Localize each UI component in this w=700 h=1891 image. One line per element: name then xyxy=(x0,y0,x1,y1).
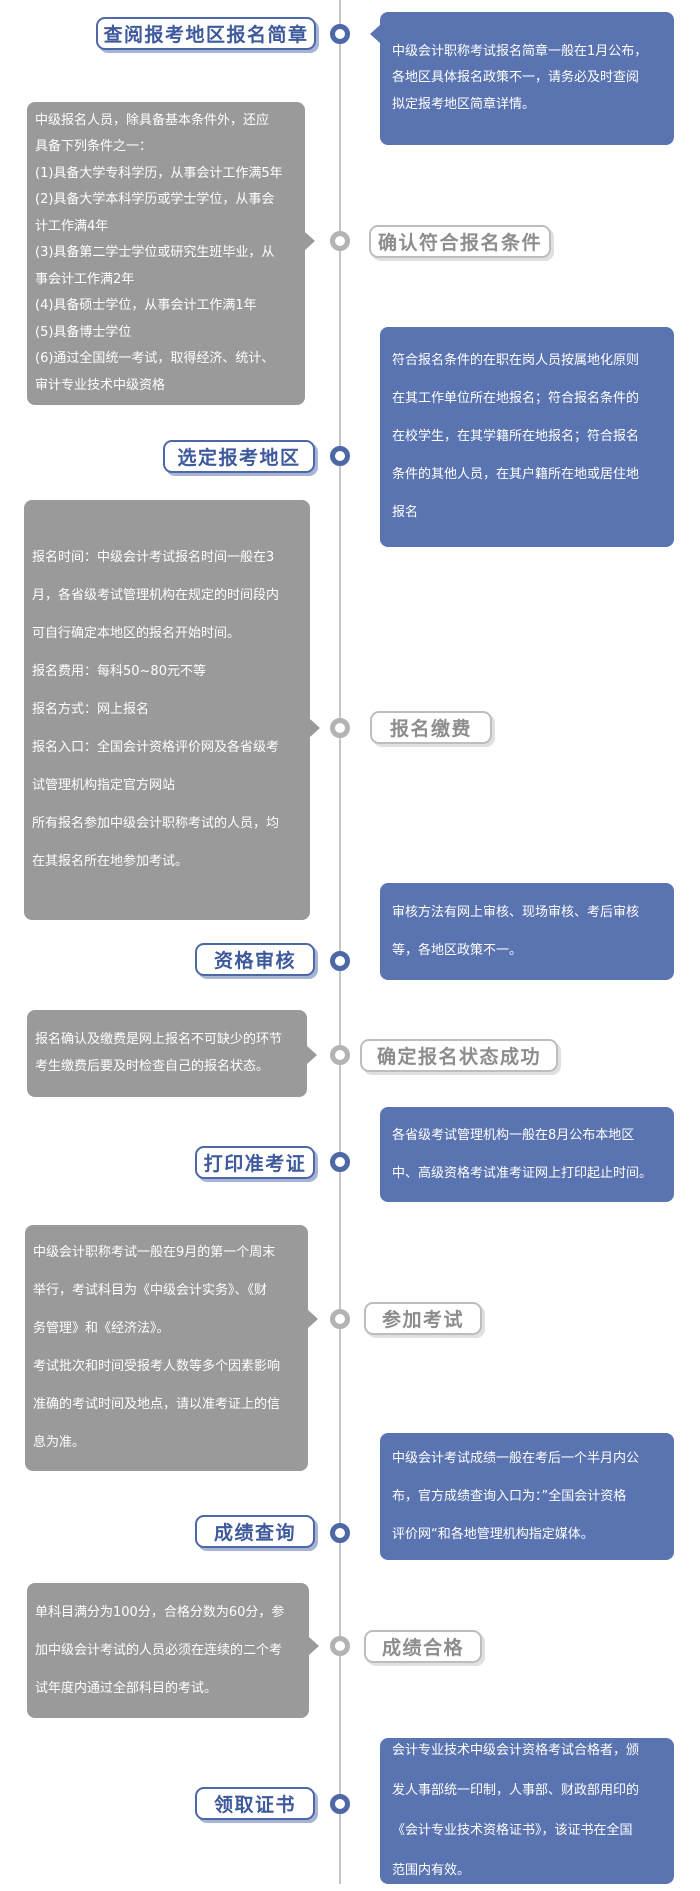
box-text-line: 报名时间：中级会计考试报名时间一般在3 xyxy=(32,550,275,565)
timeline-node xyxy=(330,446,350,466)
box-text-line: 具备下列条件之一： xyxy=(35,139,153,155)
step-label-register-pay: 报名缴费 xyxy=(370,711,492,744)
info-box-registration-fee: 报名时间：中级会计考试报名时间一般在3 月，各省级考试管理机构在规定的时间段内 … xyxy=(24,500,310,920)
info-box-certificate: 会计专业技术中级会计资格考试合格者，颁 发人事部统一印制，人事部、财政部用印的 … xyxy=(380,1738,674,1884)
box-text-line: 中级会计考试成绩一般在考后一个半月内公 xyxy=(392,1450,640,1466)
box-text-line: 事会计工作满2年 xyxy=(35,271,135,287)
timeline-node xyxy=(330,1523,350,1543)
box-text-line: 中级报名人员，除具备基本条件外，还应 xyxy=(35,112,270,128)
box-text-line: 报名方式：网上报名 xyxy=(32,702,150,717)
timeline-node xyxy=(330,718,350,738)
box-text-line: 范围内有效。 xyxy=(392,1863,471,1878)
box-text-line: 在校学生，在其学籍所在地报名；符合报名 xyxy=(392,429,640,444)
timeline-line xyxy=(339,0,341,1884)
box-text-line: 布，官方成绩查询入口为：”全国会计资格 xyxy=(392,1488,627,1504)
info-box-region: 符合报名条件的在职在岗人员按属地化原则 在其工作单位所在地报名；符合报名条件的 … xyxy=(380,327,674,547)
step-label-pass: 成绩合格 xyxy=(364,1630,482,1663)
box-text-line: 中、高级资格考试准考证网上打印起止时间。 xyxy=(392,1165,653,1181)
timeline-node xyxy=(330,1309,350,1329)
box-text-line: 条件的其他人员，在其户籍所在地或居住地 xyxy=(392,467,640,482)
box-pointer xyxy=(370,25,380,43)
box-text-line: 报名 xyxy=(392,505,419,520)
box-text-line: 评价网“和各地管理机构指定媒体。 xyxy=(392,1526,594,1542)
box-text-line: (3)具备第二学士学位或研究生班毕业，从 xyxy=(35,245,275,261)
step-label-qualification-review: 资格审核 xyxy=(195,943,315,976)
box-text-line: 报名确认及缴费是网上报名不可缺少的环节 xyxy=(35,1032,283,1047)
info-box-exam: 中级会计职称考试一般在9月的第一个周末 举行，考试科目为《中级会计实务》、《财 … xyxy=(25,1225,308,1471)
box-text-line: 审计专业技术中级资格 xyxy=(35,377,166,393)
step-label-print-ticket: 打印准考证 xyxy=(195,1146,315,1179)
timeline-node xyxy=(330,1636,350,1656)
timeline-node xyxy=(330,1152,350,1172)
box-text-line: 在其报名所在地参加考试。 xyxy=(32,854,189,869)
box-text-line: 各地区具体报名政策不一，请务必及时查阅 xyxy=(392,70,640,86)
box-text-line: 单科目满分为100分，合格分数为60分，参 xyxy=(35,1604,285,1620)
box-text-line: 考试批次和时间受报考人数等多个因素影响 xyxy=(33,1359,281,1374)
box-text-line: 报名入口：全国会计资格评价网及各省级考 xyxy=(32,740,280,755)
step-label-confirm-status: 确定报名状态成功 xyxy=(360,1039,558,1072)
box-text-line: 等，各地区政策不一。 xyxy=(392,942,523,958)
box-text-line: 报名费用：每科50~80元不等 xyxy=(32,664,206,679)
timeline-node xyxy=(330,1794,350,1814)
box-text-line: 计工作满4年 xyxy=(35,218,109,234)
box-pointer xyxy=(307,1046,317,1064)
box-pointer xyxy=(305,232,315,250)
box-text-line: 中级会计职称考试报名简章一般在1月公布， xyxy=(392,43,648,59)
box-pointer xyxy=(310,719,320,737)
box-pointer xyxy=(309,1637,319,1655)
box-text-line: (1)具备大学专科学历，从事会计工作满5年 xyxy=(35,165,283,181)
timeline-node xyxy=(330,24,350,44)
box-text-line: 会计专业技术中级会计资格考试合格者，颁 xyxy=(392,1743,640,1758)
box-text-line: 可自行确定本地区的报名开始时间。 xyxy=(32,626,241,641)
info-box-status: 报名确认及缴费是网上报名不可缺少的环节 考生缴费后要及时检查自己的报名状态。 xyxy=(27,1010,307,1097)
info-box-admission-ticket: 各省级考试管理机构一般在8月公布本地区 中、高级资格考试准考证网上打印起止时间。 xyxy=(380,1107,674,1202)
box-text-line: 务管理》和《经济法》。 xyxy=(33,1321,170,1336)
step-label-confirm-eligibility: 确认符合报名条件 xyxy=(369,225,551,258)
step-label-check-brochure: 查阅报考地区报名简章 xyxy=(96,17,316,50)
box-text-line: 试年度内通过全部科目的考试。 xyxy=(35,1680,218,1696)
step-label-score-query: 成绩查询 xyxy=(195,1515,315,1548)
box-text-line: (2)具备大学本科学历或学士学位，从事会 xyxy=(35,192,275,208)
box-text-line: 考生缴费后要及时检查自己的报名状态。 xyxy=(35,1058,270,1074)
info-box-brochure: 中级会计职称考试报名简章一般在1月公布， 各地区具体报名政策不一，请务必及时查阅… xyxy=(380,12,674,145)
box-text-line: 月，各省级考试管理机构在规定的时间段内 xyxy=(32,588,280,603)
box-text-line: (4)具备硕士学位，从事会计工作满1年 xyxy=(35,298,257,314)
box-text-line: 符合报名条件的在职在岗人员按属地化原则 xyxy=(392,353,640,368)
info-box-score-query: 中级会计考试成绩一般在考后一个半月内公 布，官方成绩查询入口为：”全国会计资格 … xyxy=(380,1433,674,1560)
timeline-node xyxy=(330,951,350,971)
box-text-line: 各省级考试管理机构一般在8月公布本地区 xyxy=(392,1127,635,1143)
box-text-line: 所有报名参加中级会计职称考试的人员，均 xyxy=(32,816,280,831)
timeline-node xyxy=(330,231,350,251)
box-text-line: 加中级会计考试的人员必须在连续的二个考 xyxy=(35,1642,283,1658)
info-box-pass: 单科目满分为100分，合格分数为60分，参 加中级会计考试的人员必须在连续的二个… xyxy=(27,1583,309,1718)
box-text-line: 拟定报考地区简章详情。 xyxy=(392,96,536,112)
info-box-qualification: 审核方法有网上审核、现场审核、考后审核 等，各地区政策不一。 xyxy=(380,883,674,980)
box-text-line: 《会计专业技术资格证书》，该证书在全国 xyxy=(392,1823,633,1838)
box-text-line: 息为准。 xyxy=(33,1435,86,1450)
info-box-conditions: 中级报名人员，除具备基本条件外，还应 具备下列条件之一： (1)具备大学专科学历… xyxy=(27,102,305,405)
box-text-line: (5)具备博士学位 xyxy=(35,324,132,340)
box-pointer xyxy=(308,1310,318,1328)
box-text-line: 中级会计职称考试一般在9月的第一个周末 xyxy=(33,1245,276,1260)
timeline-node xyxy=(330,1045,350,1065)
box-text-line: 准确的考试时间及地点，请以准考证上的信 xyxy=(33,1397,281,1412)
box-text-line: 试管理机构指定官方网站 xyxy=(32,778,176,793)
step-label-get-certificate: 领取证书 xyxy=(195,1787,315,1820)
box-text-line: 在其工作单位所在地报名；符合报名条件的 xyxy=(392,391,640,406)
box-text-line: (6)通过全国统一考试，取得经济、统计、 xyxy=(35,351,275,367)
box-text-line: 发人事部统一印制，人事部、财政部用印的 xyxy=(392,1783,640,1798)
step-label-take-exam: 参加考试 xyxy=(364,1302,482,1335)
box-text-line: 举行，考试科目为《中级会计实务》、《财 xyxy=(33,1283,268,1298)
step-label-select-region: 选定报考地区 xyxy=(163,440,315,473)
box-text-line: 审核方法有网上审核、现场审核、考后审核 xyxy=(392,904,640,920)
